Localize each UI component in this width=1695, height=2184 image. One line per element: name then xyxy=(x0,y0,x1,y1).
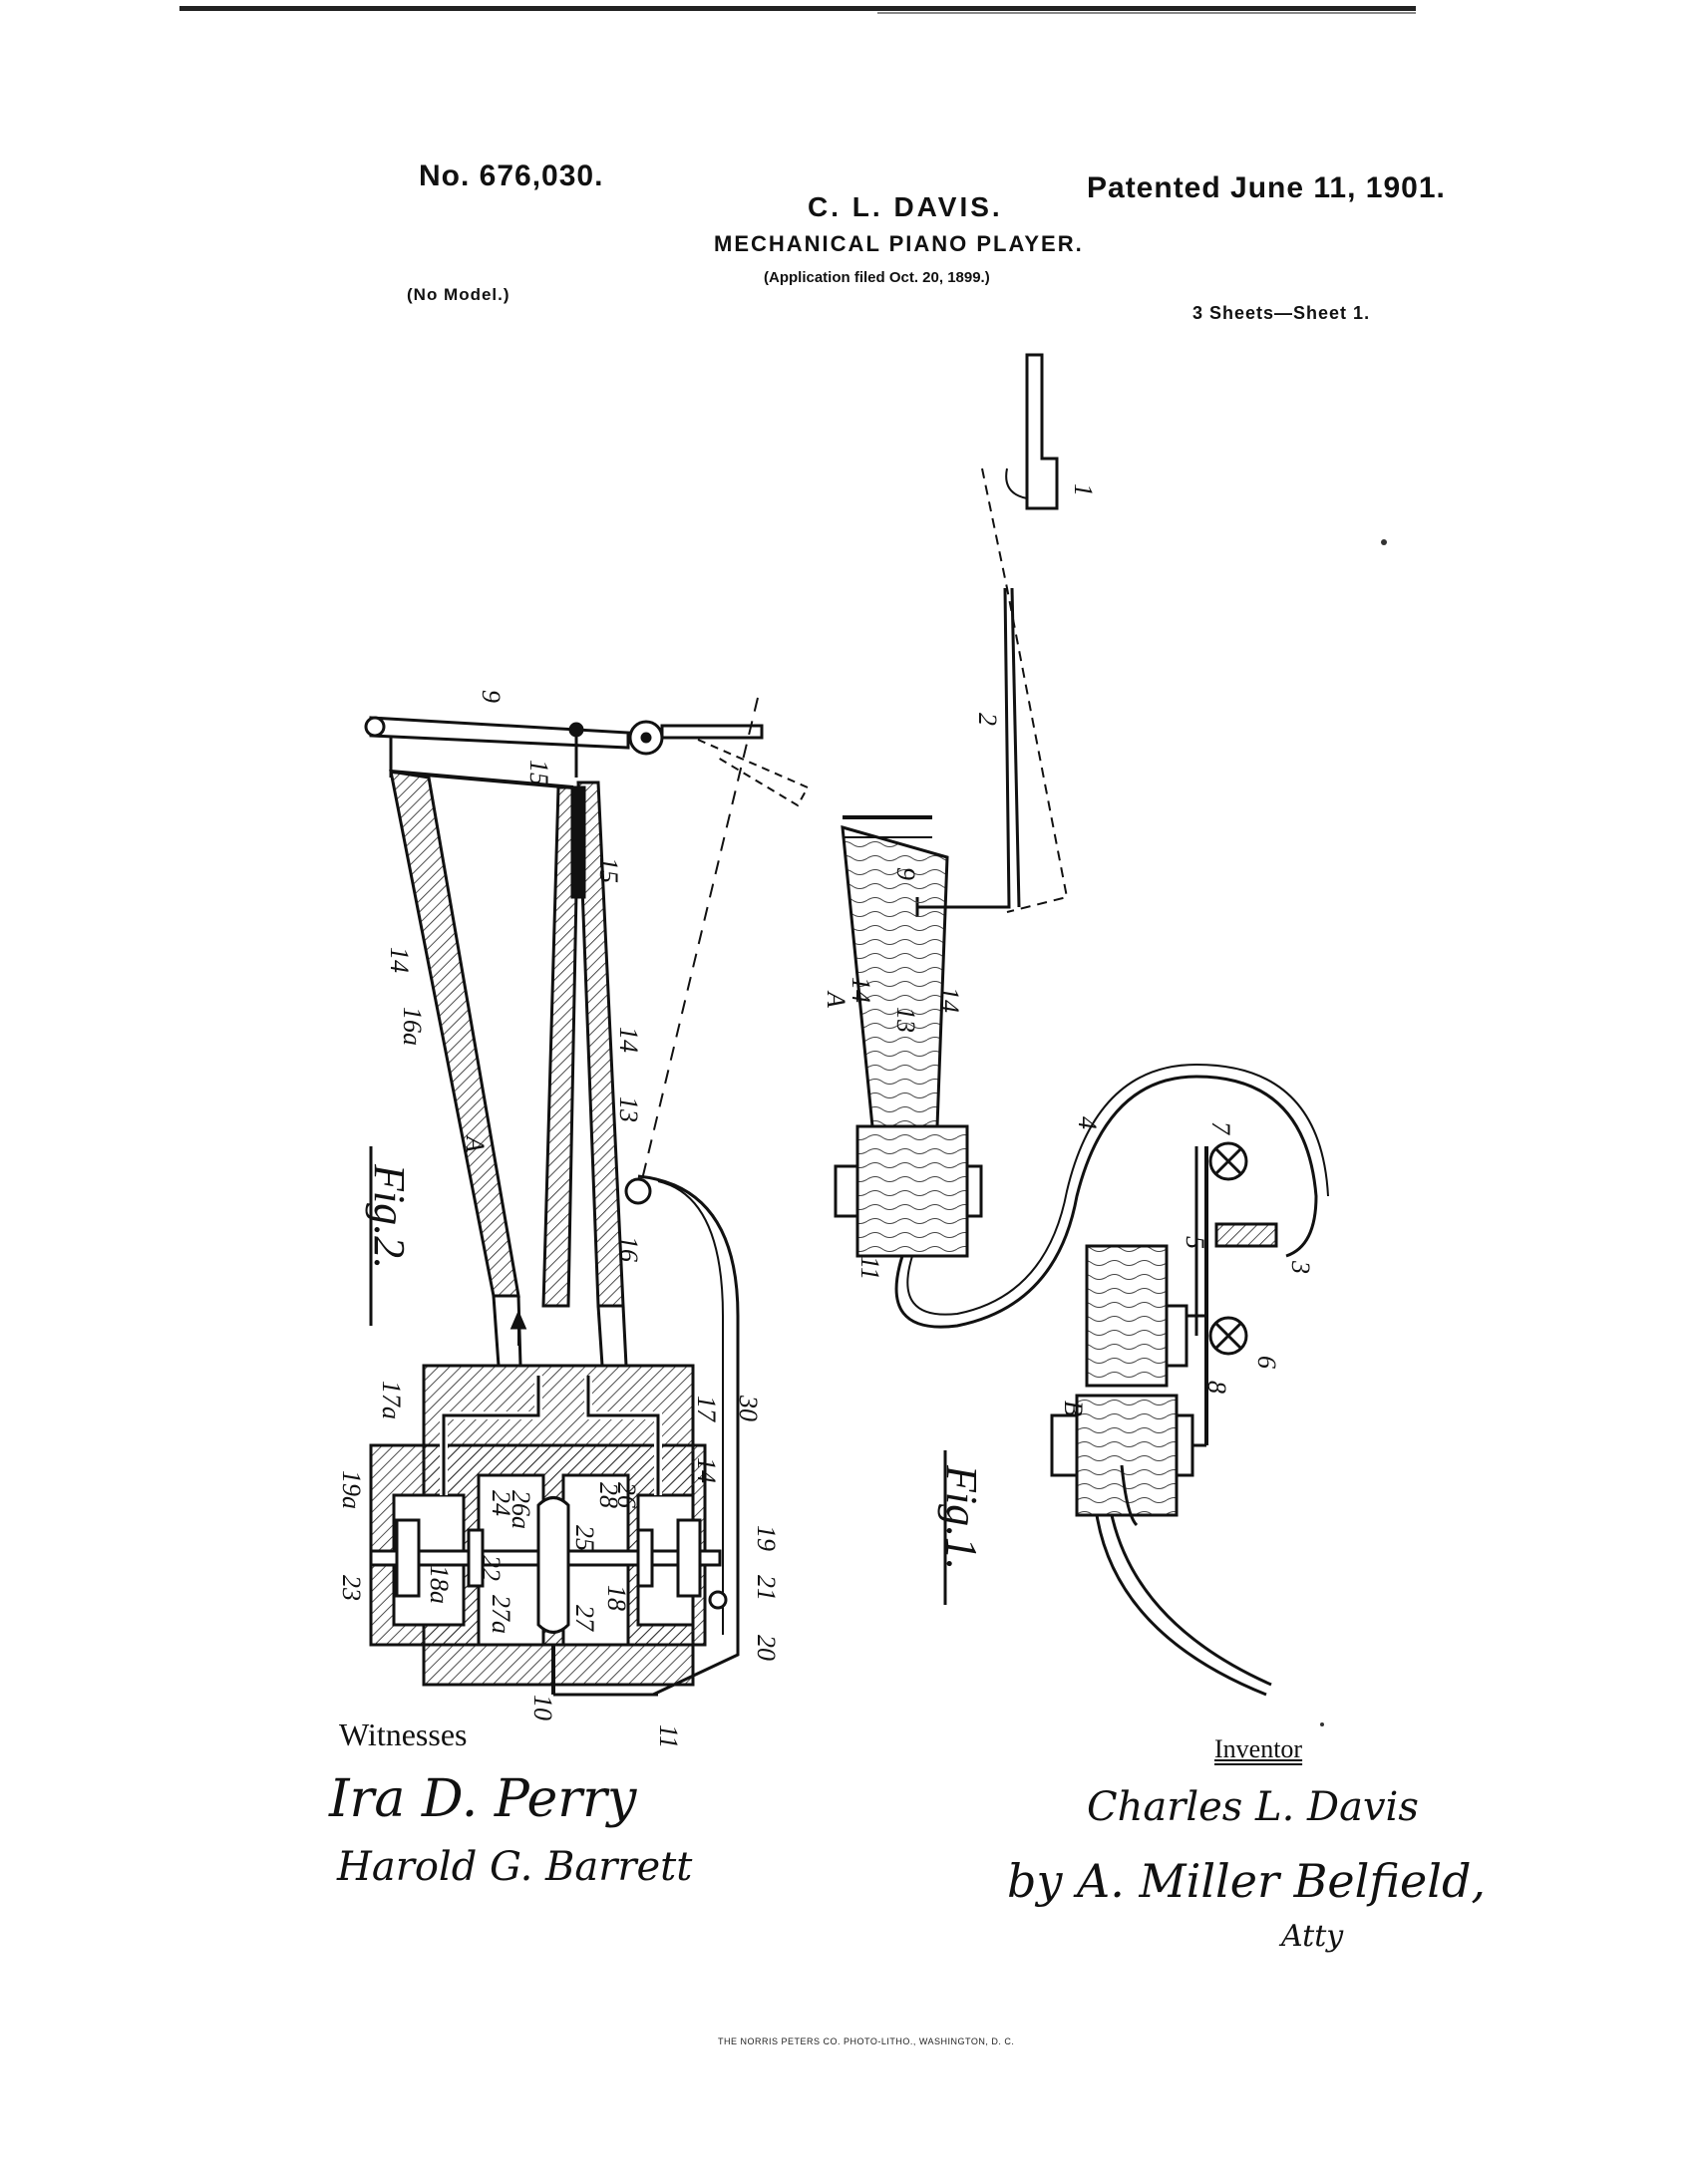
ref-27a: 27a xyxy=(487,1595,515,1634)
ref-21: 21 xyxy=(752,1575,781,1601)
patent-date: Patented June 11, 1901. xyxy=(1087,171,1446,204)
ref-14-c: 14 xyxy=(692,1457,721,1483)
ref-28: 28 xyxy=(594,1482,623,1508)
witness-signature-2: Harold G. Barrett xyxy=(337,1844,693,1890)
witnesses-label: Witnesses xyxy=(339,1716,468,1752)
piano-key-1 xyxy=(1025,353,1059,510)
ref-14-b: 14 xyxy=(614,1027,643,1053)
ref-24: 24 xyxy=(487,1490,515,1516)
attorney-title: Atty xyxy=(1281,1919,1344,1954)
ref-27: 27 xyxy=(570,1605,599,1632)
ref-14: 14 xyxy=(847,977,875,1003)
ref-B: B xyxy=(1059,1401,1088,1416)
patent-number: No. 676,030. xyxy=(419,159,604,192)
ref-13: 13 xyxy=(614,1096,643,1122)
witness-signature-1: Ira D. Perry xyxy=(329,1769,637,1829)
ref-18: 18 xyxy=(602,1585,631,1611)
ref-19a: 19a xyxy=(337,1470,366,1509)
inventor-label: Inventor xyxy=(1214,1734,1303,1763)
ref-2: 2 xyxy=(973,713,1002,726)
part-3 xyxy=(1214,1222,1278,1248)
top-border-rule-faint xyxy=(877,12,1416,14)
lever-pivot xyxy=(364,716,386,738)
ref-14-b: 14 xyxy=(935,987,964,1013)
block-11 xyxy=(855,1124,969,1258)
ref-30: 30 xyxy=(734,1395,763,1421)
lever-9 xyxy=(369,716,630,750)
ref-16: 16 xyxy=(614,1236,643,1262)
ref-17: 17 xyxy=(692,1396,721,1422)
finger-2 xyxy=(997,587,1011,909)
lever-pin xyxy=(568,722,584,738)
fig1-ref-labels: 1 2 9 A 14 13 14 11 4 7 3 5 6 8 B xyxy=(822,483,1315,1416)
ref-22: 22 xyxy=(477,1555,506,1581)
attorney-signature: by A. Miller Belfield, xyxy=(1007,1854,1487,1908)
ref-7: 7 xyxy=(1206,1121,1235,1135)
sheet-count: 3 Sheets—Sheet 1. xyxy=(1192,303,1371,323)
ref-14: 14 xyxy=(385,947,414,973)
top-border-rule xyxy=(179,6,1416,11)
tube-4 xyxy=(894,1075,1318,1329)
ref-8: 8 xyxy=(1202,1381,1231,1394)
ref-23: 23 xyxy=(337,1575,366,1601)
ref-26a: 26a xyxy=(507,1490,535,1529)
gear-21 xyxy=(676,1518,702,1598)
ref-9: 9 xyxy=(891,867,920,880)
ref-6: 6 xyxy=(1252,1356,1281,1369)
ref-11: 11 xyxy=(855,1256,884,1280)
upper-block xyxy=(1085,1244,1169,1388)
ref-17a: 17a xyxy=(377,1381,406,1419)
ref-1: 1 xyxy=(1069,483,1098,496)
ref-16a: 16a xyxy=(398,1007,427,1046)
ref-18a: 18a xyxy=(425,1565,454,1604)
valve-27 xyxy=(536,1496,570,1634)
ref-A: A xyxy=(822,990,850,1008)
pipe-30 xyxy=(637,1174,740,1697)
ref-10: 10 xyxy=(528,1695,557,1720)
ref-15: 15 xyxy=(524,760,553,785)
gear-23 xyxy=(395,1518,421,1598)
figure-2-label: Fig.2. xyxy=(365,1163,414,1269)
ref-A: A xyxy=(461,1134,490,1152)
model-note: (No Model.) xyxy=(407,285,510,304)
dashed-path-line xyxy=(637,697,759,1197)
ref-4: 4 xyxy=(1073,1116,1102,1129)
invention-title: MECHANICAL PIANO PLAYER. xyxy=(714,231,1084,256)
ref-19: 19 xyxy=(752,1525,781,1551)
ref-13: 13 xyxy=(891,1007,920,1033)
output-tubes xyxy=(1095,1514,1267,1697)
ref-15-b: 15 xyxy=(594,857,623,883)
ref-26: 26 xyxy=(612,1482,641,1508)
fig2-ref-labels: 9 15 15 14 16a A 14 13 16 17a 17 30 14 1… xyxy=(337,690,781,1748)
figure-1: 1 2 9 A 14 13 14 11 4 7 3 5 6 8 B Fig.1. xyxy=(822,353,1329,1697)
application-filed-date: (Application filed Oct. 20, 1899.) xyxy=(764,269,990,286)
inventor-name: C. L. DAVIS. xyxy=(808,191,1003,222)
ref-9: 9 xyxy=(477,690,506,703)
ref-20: 20 xyxy=(752,1635,781,1661)
ref-5: 5 xyxy=(1181,1236,1209,1249)
ref-11: 11 xyxy=(654,1724,683,1748)
finger-dashed xyxy=(981,468,1069,913)
printer-credit: THE NORRIS PETERS CO. PHOTO-LITHO., WASH… xyxy=(718,2036,1015,2046)
inventor-signature: Charles L. Davis xyxy=(1087,1784,1419,1830)
figure-2: 9 15 15 14 16a A 14 13 16 17a 17 30 14 1… xyxy=(337,690,810,1748)
lever-dashed-tip xyxy=(697,739,810,807)
lever-extension xyxy=(660,724,764,740)
ref-25: 25 xyxy=(570,1525,599,1551)
valve-15 xyxy=(570,785,586,899)
ref-3: 3 xyxy=(1286,1260,1315,1274)
